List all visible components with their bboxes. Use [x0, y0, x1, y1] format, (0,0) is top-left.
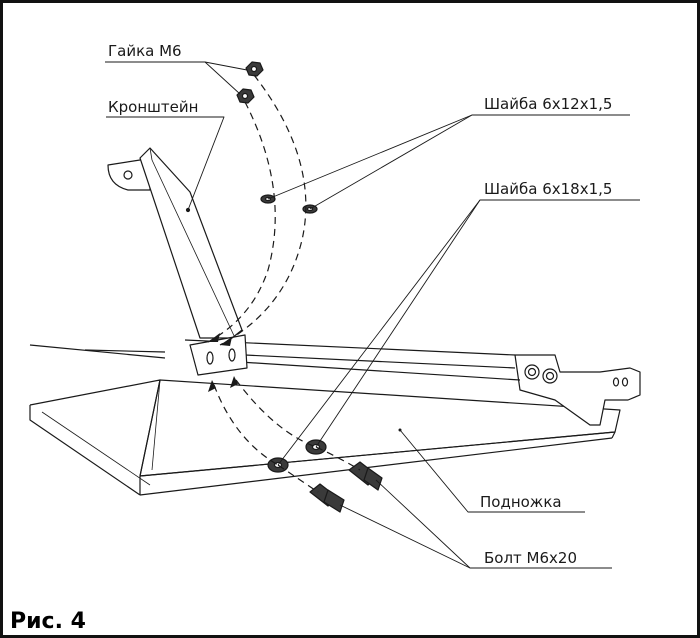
bracket-part — [107, 147, 248, 376]
arrow-heads — [208, 333, 238, 392]
label-nut: Гайка М6 — [108, 42, 182, 60]
label-washer-large: Шайба 6х18х1,5 — [484, 180, 612, 198]
figure-caption: Рис. 4 — [10, 609, 86, 634]
washer-small-part — [260, 194, 318, 214]
label-bolt: Болт М6х20 — [484, 549, 577, 567]
label-footrest: Подножка — [480, 493, 562, 511]
leader-lines — [105, 61, 640, 569]
rear-bracket-part — [514, 354, 641, 426]
footrest-pointer-dot — [398, 428, 402, 432]
footrest-part — [29, 344, 621, 496]
nut-part — [236, 61, 264, 104]
label-washer-small: Шайба 6х12х1,5 — [484, 95, 612, 113]
assembly-paths — [207, 74, 361, 493]
label-bracket: Кронштейн — [108, 98, 198, 116]
bolt-part — [309, 461, 383, 513]
